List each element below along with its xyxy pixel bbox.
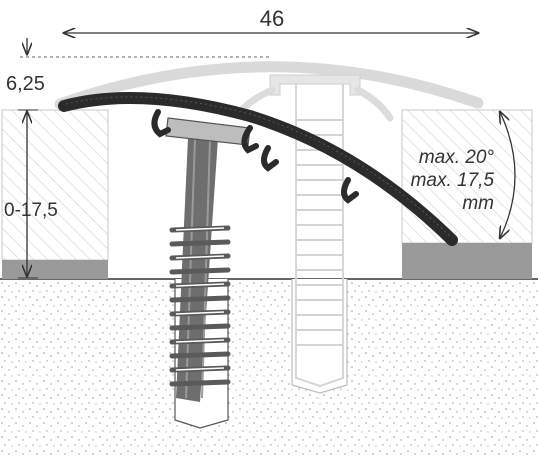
angle-note: max. 20° max. 17,5 mm [411,112,516,238]
transition-profile [58,92,458,246]
dowel [169,137,231,402]
height-dimension: 0-17,5 [4,109,58,279]
angle-note-line3: mm [462,193,494,214]
angle-note-line1: max. 20° [419,147,495,168]
dowel-head [165,117,251,146]
width-dimension: 46 [64,6,478,33]
angle-note-line2: max. 17,5 [411,170,495,191]
left-floor-covering [1,109,109,279]
height-range-label: 0-17,5 [4,200,58,221]
ghost-profile-flat [54,61,484,388]
thickness-dimension: 6,25 [6,38,270,95]
thickness-label: 6,25 [6,73,45,95]
subfloor [0,278,538,457]
width-label: 46 [260,6,284,31]
